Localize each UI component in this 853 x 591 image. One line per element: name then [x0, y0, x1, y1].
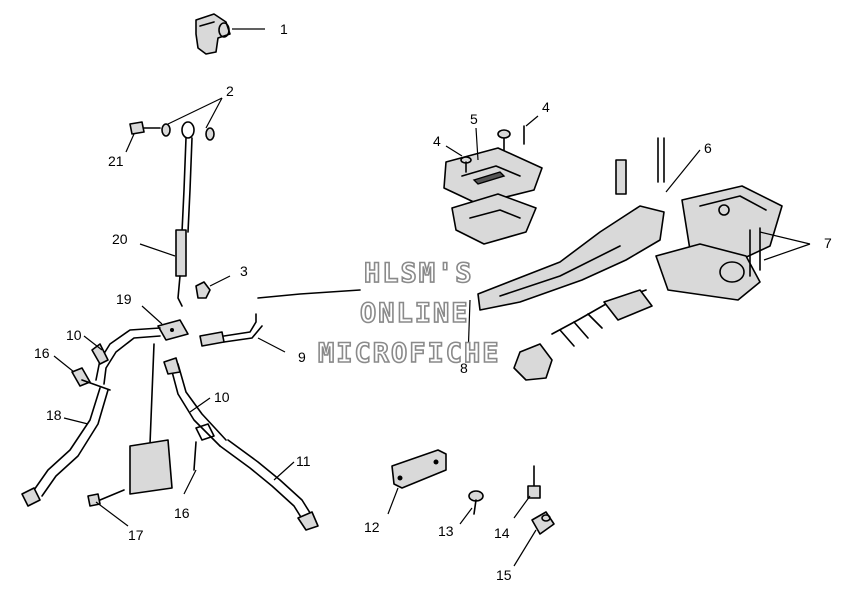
part-banjo-bolt — [129, 121, 215, 141]
callout-20: 20 — [112, 231, 128, 247]
part-guard-plate — [129, 343, 173, 495]
watermark-line-2: ONLINE — [360, 298, 470, 329]
callout-1: 1 — [280, 21, 288, 37]
part-tee-fitting — [195, 13, 231, 55]
callout-2: 2 — [226, 83, 234, 99]
callout-5: 5 — [470, 111, 478, 127]
part-hose-lower-left — [21, 387, 109, 507]
part-bracket — [391, 449, 447, 489]
watermark-line-3: MICROFICHE — [318, 338, 501, 369]
part-cover-screws — [460, 125, 525, 173]
callout-16-middle: 16 — [174, 505, 190, 521]
callout-19: 19 — [116, 291, 132, 307]
part-bolt-13 — [468, 490, 484, 515]
part-fitting — [195, 281, 211, 299]
part-clip-middle — [193, 423, 215, 471]
part-clip-left — [71, 367, 111, 391]
watermark-line-1: HLSM'S — [364, 258, 474, 289]
part-brake-lever — [477, 137, 665, 311]
part-screw — [87, 489, 125, 507]
callout-17: 17 — [128, 527, 144, 543]
callout-16-left: 16 — [34, 345, 50, 361]
part-reservoir-cover — [443, 147, 543, 245]
part-brake-line-right — [199, 289, 361, 347]
callout-4-left: 4 — [433, 133, 441, 149]
part-pushrod-boot — [513, 289, 653, 381]
callout-12: 12 — [364, 519, 380, 535]
callout-11: 11 — [296, 453, 311, 469]
callout-13: 13 — [438, 523, 454, 539]
part-cap — [531, 511, 555, 535]
callout-10-right: 10 — [214, 389, 230, 405]
callout-3: 3 — [240, 263, 248, 279]
part-brake-line-vertical — [175, 137, 193, 307]
part-master-cylinder — [655, 185, 783, 301]
callout-6: 6 — [704, 140, 712, 156]
callout-21: 21 — [108, 153, 124, 169]
part-junction-block — [157, 319, 189, 341]
part-hose-left — [91, 327, 161, 385]
callout-9: 9 — [298, 349, 306, 365]
callout-15: 15 — [496, 567, 512, 583]
callout-14: 14 — [494, 525, 510, 541]
callout-4-right: 4 — [542, 99, 550, 115]
callout-8: 8 — [460, 360, 468, 376]
callout-10-left: 10 — [66, 327, 82, 343]
part-hose-11 — [219, 439, 319, 531]
callout-7: 7 — [824, 235, 832, 251]
part-bleeder-screw — [527, 465, 541, 499]
callout-18: 18 — [46, 407, 62, 423]
part-hose-right — [163, 357, 227, 447]
